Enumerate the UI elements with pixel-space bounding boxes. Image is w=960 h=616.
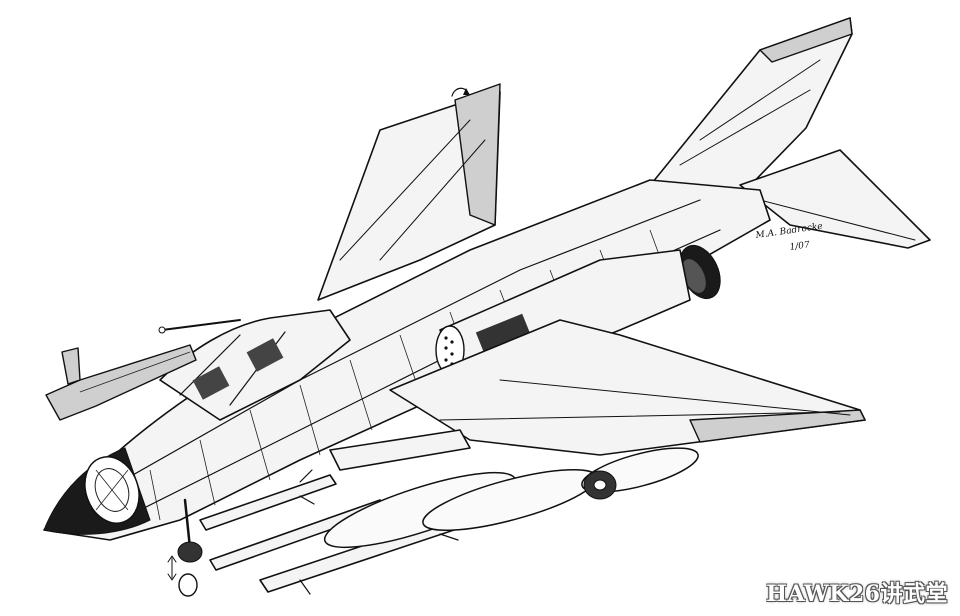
landing-gear <box>167 470 617 597</box>
tail-fin <box>647 17 853 197</box>
detached-intake-panel <box>45 344 197 421</box>
movement-arrow-icon <box>451 87 470 97</box>
external-stores <box>199 429 699 595</box>
artist-signature: M.A. Badrocke 1/07 <box>754 222 823 253</box>
nose-radome <box>43 447 151 535</box>
watermark-text: HAWK26讲武堂 <box>766 581 948 607</box>
cockpit <box>159 309 351 421</box>
far-wing <box>317 83 501 301</box>
refuel-probe <box>158 319 241 334</box>
signature-line-2: 1/07 <box>789 240 811 253</box>
near-wing <box>389 319 866 456</box>
engine-nozzle <box>679 245 721 299</box>
stabilator <box>739 149 931 249</box>
